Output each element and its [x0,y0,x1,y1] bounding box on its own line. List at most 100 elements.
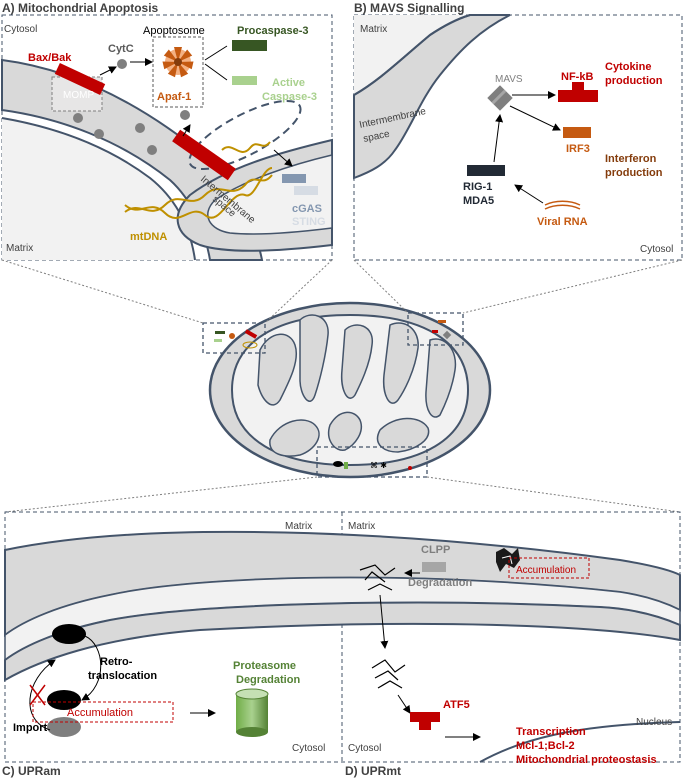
arrow-pore [182,124,191,137]
label-retro-2: translocation [88,670,157,682]
label-atf5: ATF5 [443,699,470,711]
svg-text:⌘ ✱: ⌘ ✱ [370,461,387,470]
label-caspase: Caspase-3 [262,91,317,103]
label-cytc: CytC [108,43,134,55]
label-nfkb: NF-kB [561,71,593,83]
crista [328,411,362,451]
irf3-shape [563,127,591,138]
guide-line [462,259,683,314]
mtdna-fragment [221,141,271,153]
crista [299,314,329,402]
accum-box-d [508,557,590,579]
label-matrix-c: Matrix [285,521,312,532]
arrow-cytc [99,66,117,76]
arrow-irf3 [509,105,561,131]
label-cytosol-c: Cytosol [292,743,325,754]
vesicle-a [188,99,302,171]
panel-cd: Matrix Retro- translocation Proteasome D… [4,511,681,766]
label-cytokine-1: Cytokine [605,61,651,73]
label-rig1: RIG-1 [463,181,492,193]
label-cytosol-a: Cytosol [4,24,37,35]
cross-icon [29,684,46,706]
label-cytosol-d: Cytosol [348,743,381,754]
label-apaf: Apaf-1 [157,91,191,103]
label-nucleus: Nucleus [636,717,672,728]
zoom-box-b [407,312,464,346]
apoptosome-box [152,36,204,108]
label-viral: Viral RNA [537,216,588,228]
arrow-cgas [273,149,293,167]
label-procaspase: Procaspase-3 [237,25,309,37]
arrow-active [204,63,228,81]
nfkb-icon [558,82,598,102]
label-matrix-d: Matrix [348,521,375,532]
label-mavs: MAVS [495,74,523,85]
label-cgas: cGAS [292,203,322,215]
cytc-particle [117,59,127,69]
label-mtdna: mtDNA [130,231,167,243]
caspase-shape [232,76,257,85]
arrow-down-d [379,594,389,649]
label-retro-1: Retro- [100,656,133,668]
protein-retro [52,624,86,644]
label-cytokine-2: production [605,75,663,87]
guide-line [264,259,333,324]
guide-line [4,476,318,513]
crista [269,419,320,457]
crista [425,338,457,418]
label-clpp: CLPP [421,544,450,556]
accum-box-c [32,701,174,723]
arrow-retro [81,635,102,701]
label-irf3: IRF3 [566,143,590,155]
cytc-particle [135,123,145,133]
label-ifn-1: Interferon [605,153,657,165]
pore-red-a [172,129,236,181]
label-apoptosome: Apoptosome [143,25,205,37]
label-mcl: Mcl-1;Bcl-2 [516,740,575,752]
panel-a-title: A) Mitochondrial Apoptosis [2,1,159,15]
peptide-fragments-out-icon [371,659,406,689]
label-active: Active [272,77,305,89]
label-accum-c: Accumulation [67,707,133,719]
inner-membrane-b [353,14,471,96]
cgas-shape [282,174,306,183]
nuclear-membrane [479,721,681,763]
crista [382,322,419,404]
label-sting: STING [292,216,326,228]
apoptosome-icon [162,47,194,78]
label-cytosol-b: Cytosol [640,244,673,255]
sting-shape [294,186,318,195]
guide-line [1,259,204,324]
mitochondrion: ⌘ ✱ [1,259,683,513]
crista [257,333,297,406]
cytc-particle [94,129,104,139]
panel-b: B) MAVS Signalling Matrix MAVS Intermemb… [353,1,683,261]
zoom-box-a [202,322,266,354]
cytc-particle [147,145,157,155]
label-mda5: MDA5 [463,195,494,207]
matrix-area-a [2,118,195,260]
panel-c-title: C) UPRam [2,764,61,778]
label-matrix-a: Matrix [6,243,33,254]
label-proteasome-1: Proteasome [233,660,296,672]
proteasome-icon [235,688,269,737]
crista [340,324,373,399]
misfolded-protein-icon [496,548,520,572]
panel-a: A) Mitochondrial Apoptosis Cytosol Matri… [1,1,333,261]
mavs-icon [487,85,513,111]
arrow-viral [514,184,544,204]
bax-pore [54,62,106,96]
guide-line [353,259,409,314]
protein-accum [47,690,81,710]
label-bax: Bax/Bak [28,52,72,64]
procaspase-shape [232,40,267,51]
panel-d-title: D) UPRmt [345,764,401,778]
rig1-shape [467,165,505,176]
arrow-import [29,659,56,731]
cytc-particle [73,113,83,123]
peptide-fragments-icon [359,564,396,591]
label-ifn-2: production [605,167,663,179]
label-proteostasis: Mitochondrial proteostasis [516,754,657,766]
arrow-atf5 [397,694,411,714]
